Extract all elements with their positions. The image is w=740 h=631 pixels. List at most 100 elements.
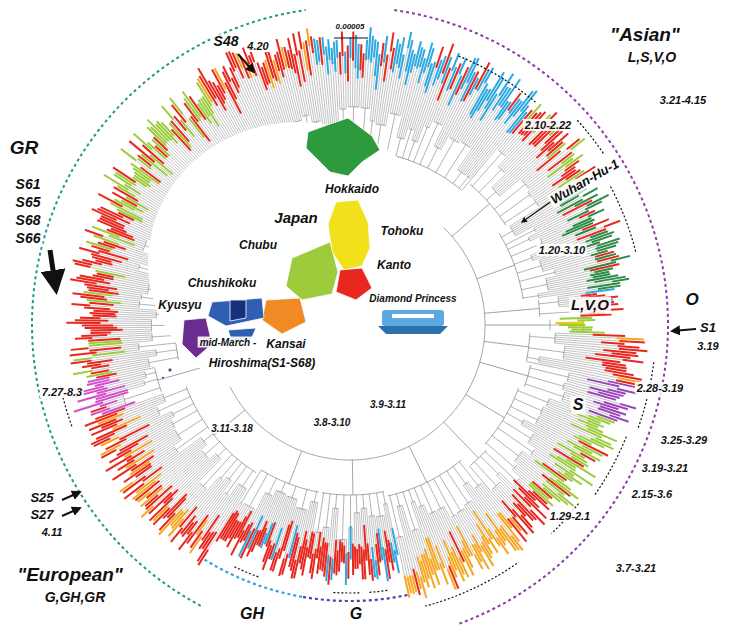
tree-branch [487,192,496,200]
tree-branch [555,333,592,334]
hokkaido-region [306,118,380,176]
clade-label: "Asian" [608,25,682,46]
clade-label: O [683,291,700,310]
clade-label: L,S,V,O [626,50,679,65]
tree-branch [559,324,585,326]
tree-branch [101,323,152,324]
tree-branch [376,54,380,90]
tree-branch [145,372,146,378]
tree-branch [215,68,226,89]
tree-branch [239,87,258,127]
tree-branch [601,342,624,344]
tree-branch [532,238,590,259]
tree-branch [522,180,529,189]
map-regions [161,118,380,380]
tree-branch [170,98,183,114]
tree-branch [134,134,152,150]
tree-branch [73,358,91,360]
tree-branch [400,73,410,116]
tree-branch [307,502,314,539]
tree-branch [79,248,99,254]
scale-label: 0.00005 [334,23,367,32]
tree-branch [174,447,178,452]
tree-branch [231,82,254,129]
kansai-region [262,298,306,334]
tree-branch [381,43,384,66]
tree-branch [155,442,204,481]
tree-branch [113,325,151,326]
clade-label: "European" [15,565,125,586]
tree-branch [528,376,564,386]
tree-branch [361,547,363,580]
date-bracket [459,56,537,103]
tree-branch [586,232,614,242]
tree-branch [324,527,325,537]
tree-branch [448,76,461,106]
tree-branch [594,268,612,272]
tree-branch [117,327,151,328]
tree-branch [340,108,346,109]
tree-branch [252,508,253,511]
tree-branch [369,494,371,516]
tree-branch [459,462,478,486]
tree-branch [149,413,172,425]
tree-branch [436,83,467,147]
tree-branch [123,476,146,493]
region-label: Kanto [375,259,413,272]
tree-branch [241,470,261,503]
ship-deck [392,314,434,318]
tree-branch [586,289,615,293]
tree-branch [439,101,463,148]
tree-branch [402,505,417,556]
tree-branch [474,462,496,486]
tree-branch [440,105,448,124]
tree-branch [447,471,468,503]
tree-branch [342,540,343,543]
strain-label: Wuhan-Hu-1 [547,156,624,209]
tree-branch [117,289,148,294]
tree-branch [548,282,594,290]
tree-branch [293,507,297,520]
tree-branch [488,133,510,159]
tree-branch [356,549,359,569]
tree-branch [82,364,101,367]
tree-branch [530,337,555,339]
tree-branch [143,368,154,370]
tree-branch [369,515,374,517]
tree-branch [154,438,181,456]
tree-branch [121,303,140,305]
tree-branch [92,352,126,356]
date-bracket [610,187,636,254]
tree-branch [466,395,505,418]
tree-branch [205,442,219,455]
tree-branch [70,353,97,356]
map-ground [148,122,448,402]
tree-branch [134,240,145,244]
tree-branch [461,101,486,142]
tree-branch [88,339,120,341]
clade-label: L,V,O [569,297,611,314]
date-bracket [594,437,626,496]
tree-branch [99,254,140,266]
tree-branch [462,159,488,190]
tree-branch [472,153,501,186]
tree-branch [529,441,549,454]
tree-branch [484,341,529,346]
tree-branch [119,411,172,437]
tree-branch [204,434,213,441]
tree-branch [241,506,250,521]
chubu-region [286,242,338,300]
tree-branch [239,93,256,128]
tree-branch [611,256,630,261]
tree-branch [372,90,375,121]
tree-branch [522,451,535,461]
hiroshima-region [230,300,246,321]
tree-branch [229,463,242,479]
tree-branch [468,503,473,511]
tree-branch [336,550,337,575]
date-range: 7.27-8.3 [40,386,84,398]
tree-branch [246,507,251,516]
tree-branch [156,350,158,356]
tree-branch [528,192,532,197]
tree-branch [341,74,342,109]
